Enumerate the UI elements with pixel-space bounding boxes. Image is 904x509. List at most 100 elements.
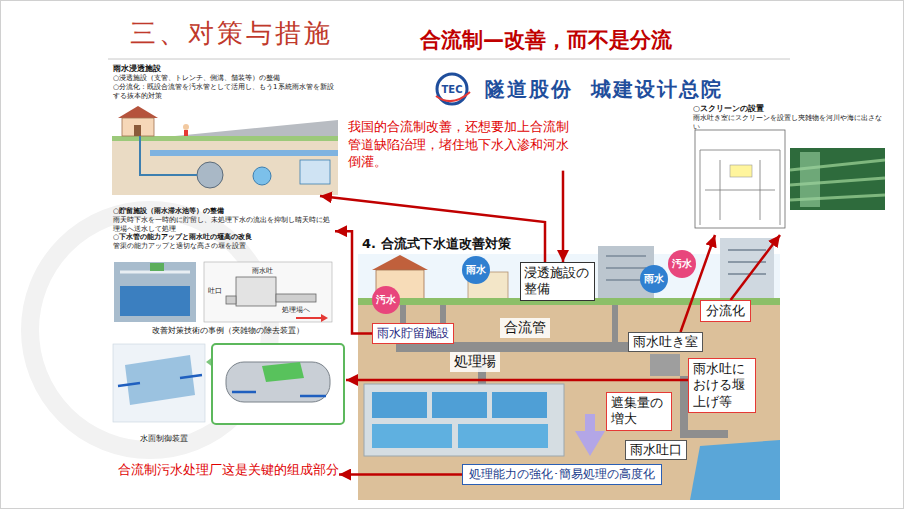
screening-device-illustration — [113, 344, 344, 424]
node-text: 雨水浸透施設 — [113, 64, 337, 74]
screen-illustration-part — [800, 152, 820, 207]
node-text: 浸透施設の整備 — [524, 265, 591, 298]
arrow-connector — [320, 196, 545, 262]
node-text: 汚水 — [376, 294, 396, 307]
combined-sewer-illustration-part — [458, 424, 548, 448]
infiltration-illustration-part — [183, 124, 189, 130]
slide-title: 三、对策与措施 — [130, 16, 333, 51]
measure-box: 処理能力の強化･簡易処理の高度化 — [462, 464, 662, 485]
combined-sewer-illustration-part — [372, 424, 452, 448]
arrow-connector — [731, 235, 780, 300]
weir-illustration — [204, 262, 332, 322]
combined-sewer-illustration-part — [690, 440, 780, 500]
weir-illustration-part — [321, 314, 328, 322]
node-text: ○貯留施設（雨水滞水池等）の整備 — [113, 207, 332, 216]
combined-sewer-illustration-part — [492, 392, 547, 418]
weir-illustration-part — [204, 262, 332, 322]
measure-box: 浸透施設の整備 — [520, 262, 595, 301]
node-text: 管渠の能力アップと適切な高さの堰を設置 — [113, 242, 332, 251]
node-text: 雨水吐き室 — [633, 334, 698, 350]
callout-note: 合流制污水处理厂这是关键的组成部分 — [118, 462, 339, 478]
combined-sewer-illustration-part — [720, 238, 774, 300]
node-text: 水面制御装置 — [140, 434, 346, 444]
combined-sewer-illustration-part — [432, 392, 487, 418]
node-text: 遮集量の増大 — [611, 395, 667, 428]
screening-device-illustration-part — [262, 362, 304, 382]
node-text: ○下水管の能力アップと雨水吐の堰高の改良 — [113, 233, 332, 242]
node-text: 雨水 — [644, 273, 664, 286]
rain-badge: 雨水 — [640, 265, 668, 293]
node-text: ○分流化：既設合流管を汚水管として活用し、もう1系統雨水管を新設する抜本的対策 — [113, 83, 337, 101]
screening-device-illustration-part — [125, 355, 195, 405]
infiltration-illustration-part — [197, 162, 223, 188]
node-text: 処理能力の強化･簡易処理の高度化 — [469, 467, 655, 482]
node-text: 4. 合流式下水道改善対策 — [362, 236, 773, 252]
part-label: 処理場へ — [282, 305, 310, 315]
measure-box: 遮集量の増大 — [606, 392, 672, 431]
weir-illustration-part — [276, 294, 316, 302]
node-text: 分流化 — [706, 303, 745, 319]
weir-illustration-part — [226, 296, 236, 304]
facility-box: 雨水吐き室 — [628, 332, 703, 352]
node-text: 汚水 — [672, 258, 692, 271]
screen-illustration-part — [730, 165, 752, 177]
infiltration-illustration-part — [253, 167, 271, 185]
node-text: 雨水吐口 — [630, 442, 682, 458]
combined-sewer-illustration-part — [372, 392, 427, 418]
measure-panel: ○貯留施設（雨水滞水池等）の整備雨天時下水を一時的に貯留し、未処理下水の流出を抑… — [110, 206, 335, 252]
part-label: 雨水吐 — [252, 266, 273, 276]
combined-sewer-illustration-part — [688, 430, 728, 438]
node-text: 改善対策技術の事例（夾雑物の除去装置） — [110, 326, 346, 336]
node-text: 処理場 — [454, 353, 496, 371]
node-text: 雨天時下水を一時的に貯留し、未処理下水の流出を抑制し晴天時に処理場へ送水して処理 — [113, 216, 332, 234]
infiltration-illustration-part — [184, 130, 188, 136]
infiltration-illustration-part — [150, 150, 338, 156]
infiltration-illustration-part — [300, 160, 330, 184]
combined-sewer-illustration-part — [372, 255, 428, 270]
storage-illustration-part — [120, 286, 190, 316]
screen-illustration-part — [790, 148, 885, 210]
measure-box: 雨水貯留施設 — [372, 323, 454, 344]
combined-sewer-illustration-part — [364, 384, 564, 456]
combined-sewer-illustration-part — [575, 414, 605, 456]
infiltration-illustration-part — [112, 140, 338, 195]
combined-sewer-illustration-part — [650, 354, 680, 376]
facility-box: 雨水吐口 — [625, 440, 687, 460]
node-text: ○スクリーンの設置 — [693, 104, 887, 114]
arrow-connector — [346, 379, 688, 382]
storage-illustration-part — [150, 263, 164, 271]
node-text: 合流管 — [504, 319, 546, 337]
arrow-connector — [339, 473, 462, 476]
screen-illustration — [695, 130, 885, 228]
combined-sewer-illustration-part — [358, 254, 780, 300]
logo-mark: TEC — [442, 84, 463, 95]
storage-illustration — [114, 262, 196, 322]
sewage-badge: 汚水 — [372, 286, 400, 314]
combined-sewer-illustration-part — [612, 305, 618, 342]
node-text: 雨水吐における堰上げ等 — [693, 361, 751, 410]
screening-device-illustration-part — [226, 362, 330, 402]
combined-sewer-illustration-part — [358, 305, 780, 500]
infiltration-illustration — [112, 106, 338, 195]
company-name: 隧道股份 城建设计总院 — [485, 76, 723, 103]
weir-illustration-part — [236, 277, 276, 306]
weir-illustration-part — [296, 317, 322, 319]
combined-sewer-illustration — [358, 238, 780, 500]
arrow-connector — [562, 171, 565, 262]
sewage-badge: 汚水 — [668, 250, 696, 278]
node-text: 雨水吐き室にスクリーンを設置し夾雑物を河川や海に出さない — [693, 114, 887, 132]
screening-device-illustration-part — [232, 392, 326, 396]
infiltration-illustration-part — [140, 136, 197, 175]
infiltration-illustration-part — [175, 120, 338, 136]
node-text: 合流制污水处理厂这是关键的组成部分 — [118, 462, 339, 478]
slide-frame-part — [108, 59, 790, 60]
node-text: ○浸透施設（支管、トレンチ、側溝、舗装等）の整備 — [113, 74, 337, 83]
screen-illustration-part — [700, 150, 780, 225]
combined-sewer-illustration-part — [606, 250, 766, 280]
infiltration-illustration-part — [118, 106, 158, 118]
callout-note: 我国的合流制改善，还想要加上合流制管道缺陷治理，堵住地下水入渗和河水倒灌。 — [348, 118, 573, 171]
company-logo — [436, 74, 470, 104]
